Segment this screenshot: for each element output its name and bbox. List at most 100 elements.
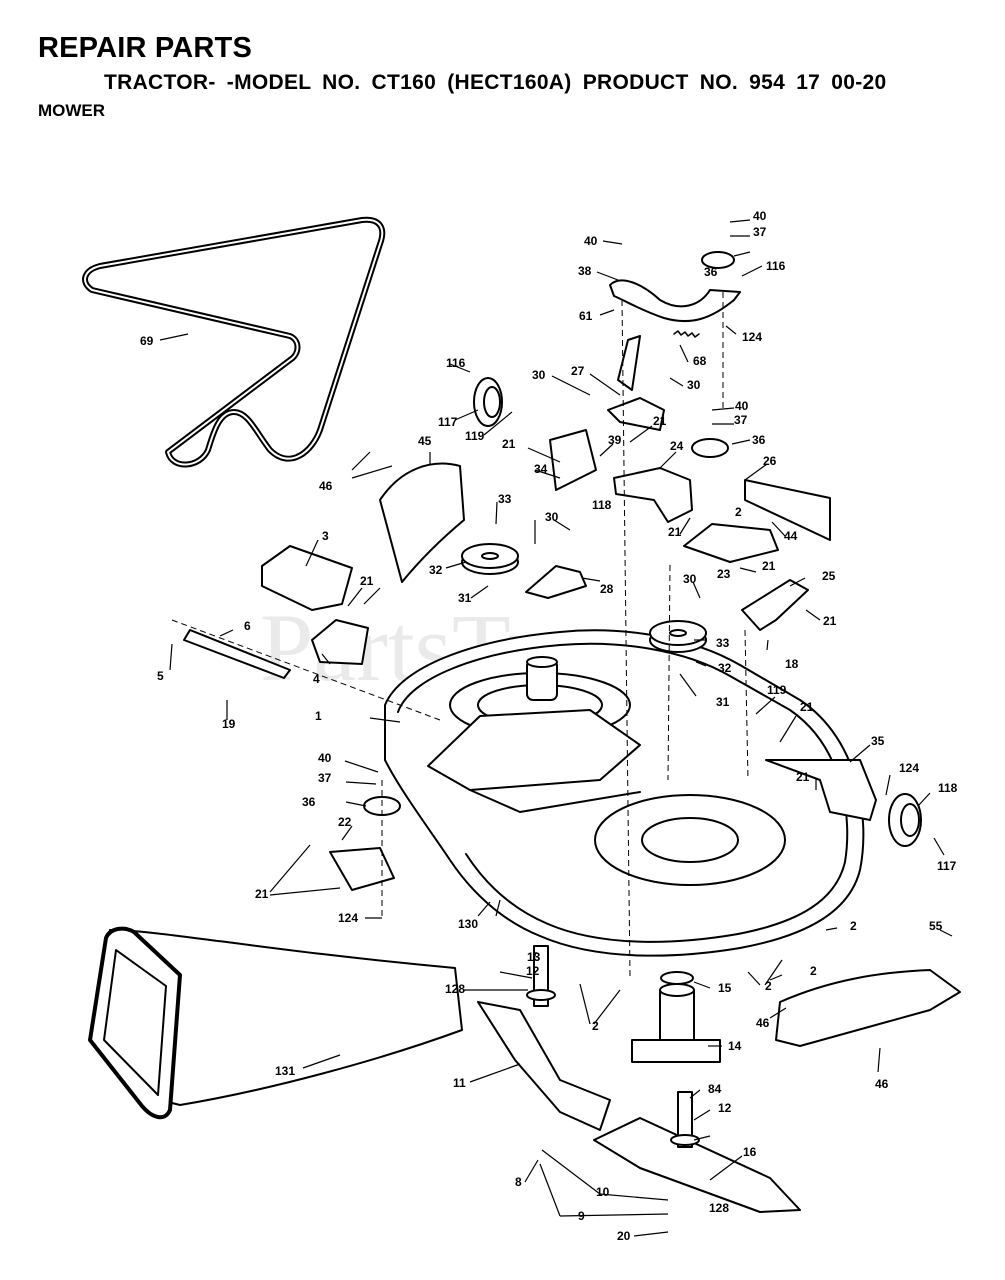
part-callout-131: 131	[275, 1064, 295, 1078]
part-callout-45: 45	[418, 434, 432, 448]
part-callout-10: 10	[596, 1185, 610, 1199]
blade-drawings	[477, 1001, 801, 1213]
part-callout-36: 36	[752, 433, 766, 447]
part-callout-31: 31	[458, 591, 472, 605]
mower-deck-drawing	[384, 629, 865, 957]
part-callout-69: 69	[140, 334, 154, 348]
part-callout-15: 15	[718, 981, 732, 995]
part-callout-46: 46	[319, 479, 333, 493]
part-callout-40: 40	[735, 399, 749, 413]
part-callout-46: 46	[756, 1016, 770, 1030]
part-callout-23: 23	[717, 567, 731, 581]
part-callout-31: 31	[716, 695, 730, 709]
discharge-chute-drawing	[88, 926, 463, 1120]
part-callout-117: 117	[438, 415, 458, 429]
part-callout-21: 21	[255, 887, 269, 901]
part-callout-32: 32	[718, 661, 732, 675]
part-callout-14: 14	[728, 1039, 742, 1053]
part-callouts: 1222223456891011121213141516181920212121…	[140, 209, 958, 1243]
page-title: REPAIR PARTS	[38, 32, 253, 64]
part-callout-4: 4	[313, 672, 320, 686]
part-callout-124: 124	[899, 761, 919, 775]
part-callout-8: 8	[515, 1175, 522, 1189]
part-callout-20: 20	[617, 1229, 631, 1243]
part-callout-28: 28	[600, 582, 614, 596]
part-callout-9: 9	[578, 1209, 585, 1223]
part-callout-33: 33	[498, 492, 512, 506]
alignment-lines	[171, 292, 749, 977]
part-callout-30: 30	[545, 510, 559, 524]
part-callout-5: 5	[157, 669, 164, 683]
part-callout-21: 21	[800, 700, 814, 714]
spindle-drawing	[631, 971, 721, 1063]
part-callout-30: 30	[687, 378, 701, 392]
part-callout-21: 21	[668, 525, 682, 539]
part-callout-26: 26	[763, 454, 777, 468]
part-callout-36: 36	[302, 795, 316, 809]
part-callout-55: 55	[929, 919, 943, 933]
part-callout-37: 37	[318, 771, 332, 785]
part-callout-2: 2	[735, 505, 742, 519]
part-callout-6: 6	[244, 619, 251, 633]
part-callout-116: 116	[446, 356, 466, 370]
belt-drawing	[82, 216, 386, 468]
part-callout-21: 21	[796, 770, 810, 784]
part-callout-116: 116	[766, 259, 786, 273]
part-callout-1: 1	[315, 709, 322, 723]
part-callout-117: 117	[937, 859, 957, 873]
part-callout-19: 19	[222, 717, 236, 731]
part-callout-128: 128	[709, 1201, 729, 1215]
part-callout-11: 11	[453, 1076, 466, 1090]
part-callout-21: 21	[762, 559, 776, 573]
part-callout-46: 46	[875, 1077, 889, 1091]
part-callout-36: 36	[704, 265, 718, 279]
part-callout-21: 21	[653, 414, 667, 428]
part-callout-38: 38	[578, 264, 592, 278]
part-callout-2: 2	[765, 979, 772, 993]
part-callout-37: 37	[753, 225, 767, 239]
idler-arm-drawing	[609, 279, 741, 323]
part-callout-25: 25	[822, 569, 836, 583]
part-callout-30: 30	[532, 368, 546, 382]
part-callout-128: 128	[445, 982, 465, 996]
part-callout-118: 118	[592, 498, 612, 512]
part-callout-37: 37	[734, 413, 748, 427]
part-callout-40: 40	[318, 751, 332, 765]
part-callout-30: 30	[683, 572, 697, 586]
part-callout-13: 13	[527, 950, 541, 964]
part-callout-32: 32	[429, 563, 443, 577]
part-callout-12: 12	[526, 964, 540, 978]
part-callout-40: 40	[584, 234, 598, 248]
part-callout-40: 40	[753, 209, 767, 223]
part-callout-24: 24	[670, 439, 684, 453]
part-callout-61: 61	[579, 309, 593, 323]
part-callout-33: 33	[716, 636, 730, 650]
leader-lines	[159, 219, 953, 1237]
part-callout-3: 3	[322, 529, 329, 543]
part-callout-21: 21	[360, 574, 374, 588]
part-callout-130: 130	[458, 917, 478, 931]
part-callout-16: 16	[743, 1145, 757, 1159]
part-callout-39: 39	[608, 433, 622, 447]
part-callout-21: 21	[502, 437, 516, 451]
part-callout-27: 27	[571, 364, 585, 378]
model-subtitle: TRACTOR- -MODEL NO. CT160 (HECT160A) PRO…	[104, 71, 887, 94]
part-callout-68: 68	[693, 354, 707, 368]
part-callout-84: 84	[708, 1082, 722, 1096]
pulley-drawings	[363, 251, 735, 816]
part-callout-21: 21	[823, 614, 837, 628]
part-callout-35: 35	[871, 734, 885, 748]
part-callout-12: 12	[718, 1101, 732, 1115]
section-label: MOWER	[38, 101, 106, 120]
part-callout-22: 22	[338, 815, 352, 829]
part-callout-124: 124	[742, 330, 762, 344]
part-callout-2: 2	[850, 919, 857, 933]
part-callout-119: 119	[465, 429, 485, 443]
part-callout-18: 18	[785, 657, 799, 671]
gauge-wheel-drawings	[473, 377, 922, 847]
part-callout-2: 2	[810, 964, 817, 978]
spindle-shaft-drawings	[526, 945, 700, 1148]
part-callout-118: 118	[938, 781, 958, 795]
part-callout-34: 34	[534, 462, 548, 476]
